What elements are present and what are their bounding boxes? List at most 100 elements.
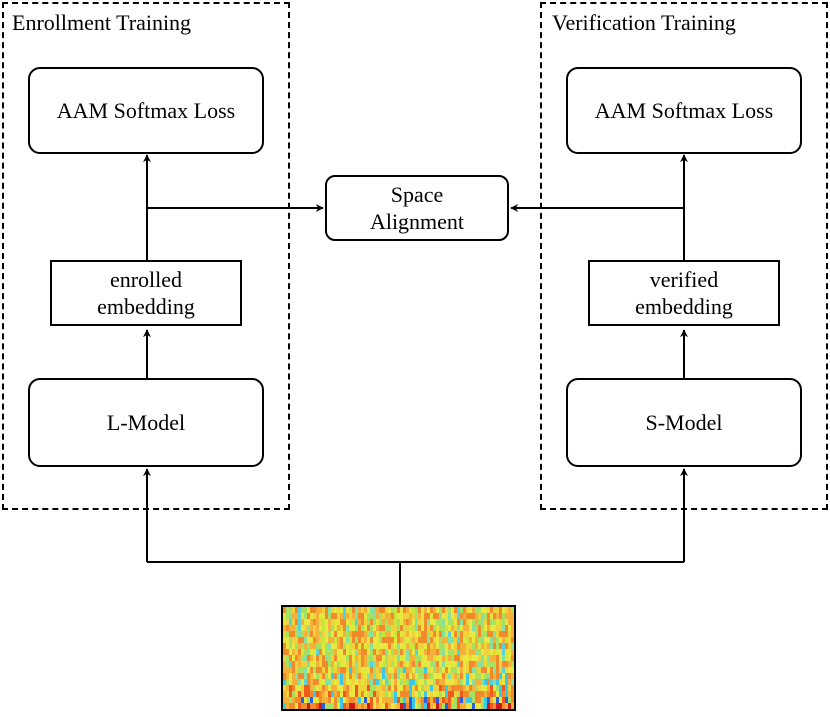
- spectrogram-cell: [445, 619, 449, 626]
- spectrogram-cell: [442, 697, 446, 704]
- spectrogram-cell: [379, 673, 383, 680]
- spectrogram-cell: [472, 637, 476, 644]
- spectrogram-cell: [379, 661, 383, 668]
- spectrogram-cell: [331, 661, 335, 668]
- spectrogram-cell: [340, 697, 344, 704]
- spectrogram-cell: [499, 613, 503, 620]
- spectrogram-cell: [415, 667, 419, 674]
- spectrogram-cell: [490, 703, 494, 709]
- spectrogram-cell: [463, 637, 467, 644]
- spectrogram-cell: [343, 649, 347, 656]
- spectrogram-cell: [313, 625, 317, 632]
- spectrogram-cell: [484, 691, 488, 698]
- spectrogram-cell: [346, 625, 350, 632]
- spectrogram-cell: [439, 637, 443, 644]
- spectrogram-cell: [466, 655, 470, 662]
- spectrogram-cell: [424, 637, 428, 644]
- spectrogram-cell: [418, 661, 422, 668]
- spectrogram-cell: [364, 643, 368, 650]
- spectrogram-cell: [439, 673, 443, 680]
- spectrogram-cell: [337, 637, 341, 644]
- spectrogram-cell: [508, 625, 512, 632]
- spectrogram-cell: [301, 643, 305, 650]
- spectrogram-cell: [511, 667, 514, 674]
- spectrogram-cell: [331, 703, 335, 709]
- spectrogram-cell: [334, 649, 338, 656]
- spectrogram-cell: [448, 625, 452, 632]
- spectrogram-cell: [460, 631, 464, 638]
- spectrogram-cell: [337, 691, 341, 698]
- enrolled-embedding-box: enrolled embedding: [50, 260, 242, 326]
- spectrogram-cell: [340, 655, 344, 662]
- spectrogram-cell: [361, 649, 365, 656]
- spectrogram-cell: [343, 613, 347, 620]
- spectrogram-cell: [463, 679, 467, 686]
- spectrogram-cell: [478, 679, 482, 686]
- spectrogram-cell: [505, 637, 509, 644]
- spectrogram-cell: [409, 697, 413, 704]
- spectrogram-cell: [301, 667, 305, 674]
- spectrogram-cell: [370, 691, 374, 698]
- spectrogram-cell: [502, 691, 506, 698]
- spectrogram-cell: [505, 607, 509, 614]
- spectrogram-cell: [490, 643, 494, 650]
- spectrogram-cell: [340, 631, 344, 638]
- spectrogram-cell: [430, 613, 434, 620]
- spectrogram-cell: [490, 691, 494, 698]
- spectrogram-cell: [433, 643, 437, 650]
- spectrogram-cell: [448, 697, 452, 704]
- spectrogram-cell: [484, 673, 488, 680]
- spectrogram-cell: [421, 655, 425, 662]
- spectrogram-cell: [286, 697, 290, 704]
- spectrogram-cell: [331, 691, 335, 698]
- spectrogram-cell: [385, 667, 389, 674]
- spectrogram-cell: [496, 607, 500, 614]
- spectrogram-cell: [481, 661, 485, 668]
- spectrogram-cell: [391, 613, 395, 620]
- spectrogram-cell: [334, 673, 338, 680]
- spectrogram-cell: [511, 643, 514, 650]
- spectrogram-cell: [412, 679, 416, 686]
- spectrogram-cell: [478, 631, 482, 638]
- spectrogram-cell: [307, 697, 311, 704]
- spectrogram-cell: [382, 607, 386, 614]
- spectrogram-cell: [292, 631, 296, 638]
- spectrogram-cell: [370, 685, 374, 692]
- spectrogram-cell: [361, 673, 365, 680]
- spectrogram-cell: [382, 649, 386, 656]
- spectrogram-cell: [460, 655, 464, 662]
- spectrogram-cell: [424, 679, 428, 686]
- spectrogram-cell: [466, 673, 470, 680]
- spectrogram-cell: [502, 625, 506, 632]
- spectrogram-cell: [331, 613, 335, 620]
- spectrogram-cell: [469, 667, 473, 674]
- spectrogram-cell: [493, 703, 497, 709]
- spectrogram-cell: [307, 637, 311, 644]
- spectrogram-cell: [361, 685, 365, 692]
- spectrogram-cell: [394, 619, 398, 626]
- spectrogram-cell: [511, 613, 514, 620]
- spectrogram-cell: [463, 607, 467, 614]
- spectrogram-cell: [496, 649, 500, 656]
- spectrogram-cell: [415, 655, 419, 662]
- spectrogram-cell: [376, 679, 380, 686]
- spectrogram-cell: [490, 655, 494, 662]
- spectrogram-cell: [424, 607, 428, 614]
- spectrogram-cell: [343, 619, 347, 626]
- spectrogram-cell: [454, 613, 458, 620]
- spectrogram-cell: [490, 685, 494, 692]
- spectrogram-cell: [412, 613, 416, 620]
- spectrogram-cell: [487, 661, 491, 668]
- spectrogram-cell: [337, 619, 341, 626]
- spectrogram-cell: [316, 625, 320, 632]
- spectrogram-cell: [283, 607, 287, 614]
- spectrogram-cell: [373, 637, 377, 644]
- spectrogram-cell: [337, 631, 341, 638]
- spectrogram-cell: [322, 691, 326, 698]
- spectrogram-cell: [367, 625, 371, 632]
- spectrogram-cell: [313, 619, 317, 626]
- spectrogram-cell: [289, 607, 293, 614]
- spectrogram-cell: [451, 607, 455, 614]
- spectrogram-cell: [298, 649, 302, 656]
- spectrogram-cell: [457, 649, 461, 656]
